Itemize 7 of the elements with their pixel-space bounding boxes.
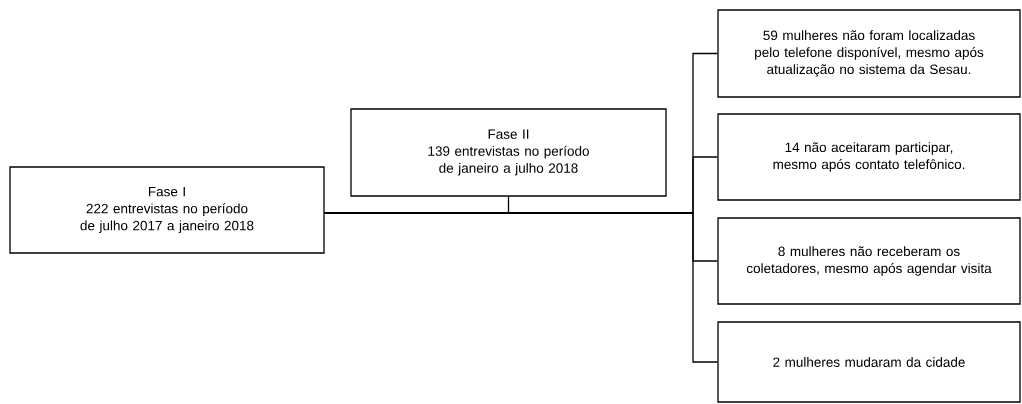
process-box: 8 mulheres não receberam os coletadores, mesmo após agendar visita: [717, 217, 1021, 305]
process-box: 2 mulheres mudaram da cidade: [717, 321, 1021, 403]
process-box: Fase I 222 entrevistas no período de julho 2017 a janeiro 2018: [9, 166, 325, 254]
process-box: Fase II 139 entrevistas no período de janeiro a julho 2018: [350, 108, 667, 197]
process-box: 14 não aceitaram participar, mesmo após contato telefônico.: [717, 113, 1021, 201]
process-box: 59 mulheres não foram localizadas pelo telefone disponível, mesmo após atualização no sistema da Sesau.: [717, 9, 1021, 98]
connector-line: [324, 212, 718, 363]
